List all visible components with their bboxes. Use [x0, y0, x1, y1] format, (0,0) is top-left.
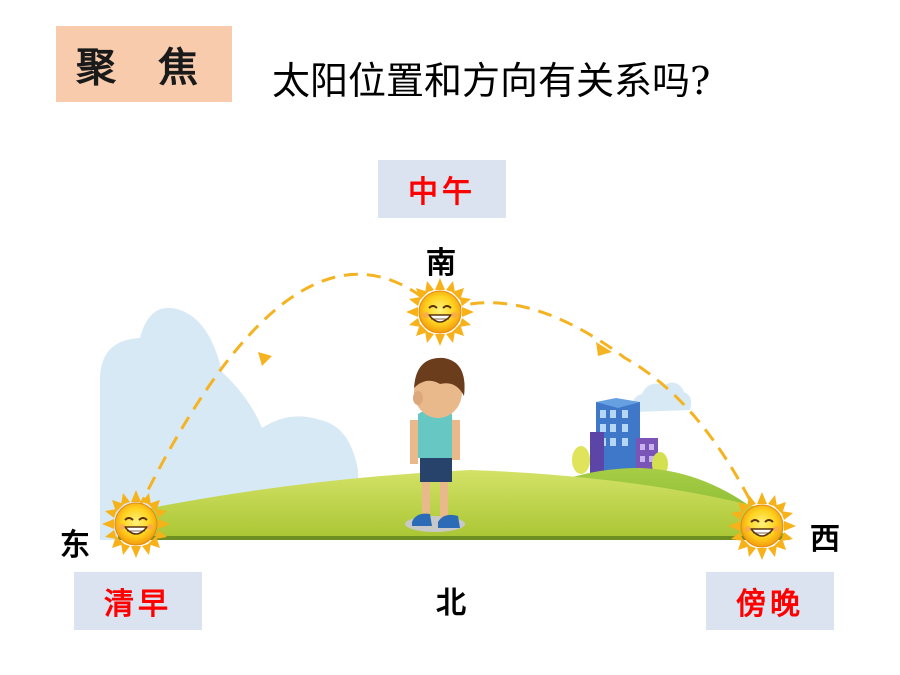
- question-title: 太阳位置和方向有关系吗?: [272, 59, 711, 103]
- time-label-evening: 傍晚: [706, 572, 834, 630]
- boy-illustration: [405, 357, 465, 532]
- direction-west: 西: [810, 522, 840, 557]
- noon-text: 中午: [408, 175, 476, 210]
- time-label-noon: 中午: [378, 160, 506, 218]
- direction-east: 东: [60, 528, 90, 563]
- morning-text: 清早: [104, 587, 172, 622]
- cloud-icon: [632, 382, 692, 412]
- direction-north: 北: [436, 586, 466, 621]
- sun-icon: [727, 491, 797, 561]
- sun-icon: [101, 489, 171, 559]
- building-icon: [572, 398, 668, 476]
- focus-tag: 聚 焦: [56, 26, 232, 102]
- evening-text: 傍晚: [736, 587, 804, 622]
- time-label-morning: 清早: [74, 572, 202, 630]
- sun-icon: [405, 277, 475, 347]
- direction-south: 南: [426, 246, 456, 281]
- cloud-icon: [100, 307, 360, 540]
- focus-tag-label: 聚 焦: [76, 44, 212, 91]
